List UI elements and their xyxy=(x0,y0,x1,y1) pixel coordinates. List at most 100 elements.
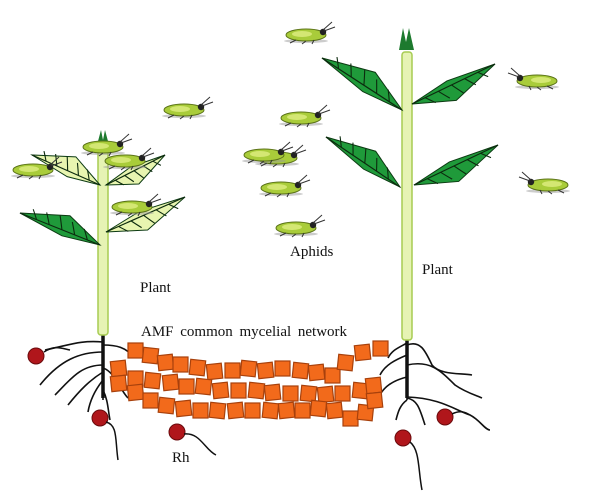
leaf-vein xyxy=(387,89,390,102)
hypha-cell xyxy=(294,402,311,419)
leaf-right-2 xyxy=(411,63,496,105)
root-strand xyxy=(406,397,426,426)
aphid-icon xyxy=(110,193,162,217)
aphid-antennae xyxy=(507,67,521,78)
root-strand xyxy=(44,340,104,351)
leaf-vein xyxy=(55,153,58,166)
hypha-cell xyxy=(174,399,193,418)
hypha-cell xyxy=(126,383,145,402)
aphid-antennae xyxy=(280,141,294,152)
root-strand xyxy=(67,371,104,406)
hypha-cell xyxy=(205,362,224,381)
leaf-right-1 xyxy=(321,57,404,112)
hypha-cell xyxy=(141,346,160,365)
hypha-cell xyxy=(256,361,275,380)
plant-right xyxy=(321,28,499,341)
hypha-cell xyxy=(244,402,261,419)
leaf-vein xyxy=(364,148,367,164)
hypha-cell xyxy=(194,377,213,396)
leaf-vein xyxy=(424,97,436,104)
aphid-antennae xyxy=(312,214,326,225)
leaf-vein xyxy=(71,221,76,235)
hypha-cell xyxy=(157,396,176,415)
hypha-cell xyxy=(334,385,351,402)
plant-left-label: Plant xyxy=(140,280,171,296)
aphid-antennae xyxy=(518,171,532,182)
leaf-vein xyxy=(76,162,79,176)
leaf-vein xyxy=(83,228,88,241)
aphid-antennae xyxy=(119,133,133,144)
leaf-vein xyxy=(59,215,63,230)
root-strand xyxy=(379,354,408,376)
hypha-cell xyxy=(299,384,318,403)
plant-right-bud xyxy=(399,28,414,50)
aphid-highlight xyxy=(89,143,109,149)
leaf-vein xyxy=(43,150,47,162)
hypha-cell xyxy=(161,373,180,392)
leaf-vein xyxy=(115,179,124,186)
aphid-highlight xyxy=(170,106,190,112)
aphids-group xyxy=(11,21,570,238)
leaf-midrib xyxy=(413,144,499,186)
leaf-vein xyxy=(336,57,340,69)
leaf-left-1 xyxy=(30,150,102,186)
hypha-cell xyxy=(156,353,175,372)
leaf-vein xyxy=(427,178,439,185)
hypha-cell xyxy=(224,362,241,379)
aphid-icon xyxy=(507,67,559,91)
hypha-cell xyxy=(230,382,247,399)
leaf-left-2 xyxy=(104,154,166,186)
rhizobia xyxy=(27,346,471,491)
root-strand xyxy=(406,343,473,376)
hypha-cell xyxy=(336,353,355,372)
hypha-cell xyxy=(142,392,159,409)
aphid-legs xyxy=(108,165,134,171)
aphid-icon xyxy=(11,156,63,180)
plant-right-stem xyxy=(401,51,413,341)
leaf-vein xyxy=(155,209,167,217)
hypha-cell xyxy=(178,378,195,395)
aphid-antennae xyxy=(200,96,214,107)
plant-left-stem xyxy=(97,144,109,336)
hypha-cell xyxy=(127,370,144,387)
network-label: AMF common mycelial network xyxy=(141,324,348,340)
leaf-midrib xyxy=(411,63,496,105)
hypha-cell xyxy=(263,383,282,402)
aphid-legs xyxy=(279,232,305,238)
aphid-highlight xyxy=(250,151,270,157)
leaf-vein xyxy=(86,169,90,181)
leaf-right-3 xyxy=(325,136,402,189)
aphid-highlight xyxy=(282,224,302,230)
leaf-vein xyxy=(480,152,492,159)
leaf-vein xyxy=(464,78,477,86)
leaf-vein xyxy=(32,209,38,220)
aphid-icon xyxy=(274,214,326,238)
mycelial-network xyxy=(109,340,389,427)
hypha-cell xyxy=(277,401,296,420)
hypha-cell xyxy=(211,381,230,400)
rhizobium-nodule xyxy=(394,429,412,447)
leaf-vein xyxy=(467,159,479,167)
leaf-vein xyxy=(133,170,145,179)
aphid-legs xyxy=(16,174,42,180)
hypha-cell xyxy=(143,371,162,390)
aphid-legs xyxy=(264,192,290,198)
root-strand xyxy=(54,364,104,396)
aphid-icon xyxy=(279,104,331,128)
aphid-antennae xyxy=(141,147,155,158)
hypha-cell xyxy=(291,361,310,380)
aphid-antennae xyxy=(317,104,331,115)
leaf-right-4 xyxy=(413,144,499,186)
leaf-vein xyxy=(363,69,366,86)
rhizobia-label: Rh xyxy=(172,450,190,466)
aphid-antennae xyxy=(49,156,63,167)
roots xyxy=(39,335,491,431)
hypha-cell xyxy=(309,399,328,418)
hypha-cell xyxy=(208,401,227,420)
plant-left xyxy=(19,130,186,336)
hypha-cell xyxy=(188,358,207,377)
root-strand xyxy=(409,441,423,491)
aphid-legs xyxy=(528,85,554,91)
leaf-vein xyxy=(124,175,135,183)
leaf-vein xyxy=(143,214,155,224)
